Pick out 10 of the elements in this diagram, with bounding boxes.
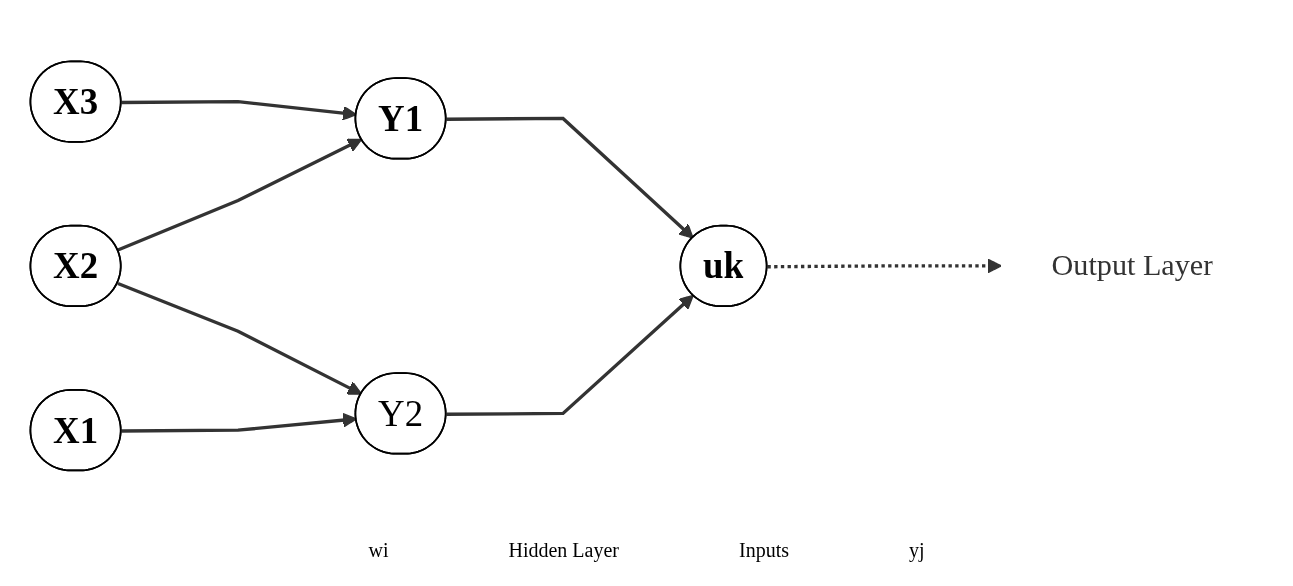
layer-label: wi [368,539,389,562]
arrow [446,116,694,239]
layer-label: yj [908,539,925,562]
arrow [116,281,362,395]
layer-label: Hidden Layer [508,539,619,562]
node-text: Output Layer [1051,247,1213,282]
arrow [766,258,1002,273]
arrow [446,294,694,416]
arrow [116,138,362,252]
layer-label: Inputs [738,539,789,562]
